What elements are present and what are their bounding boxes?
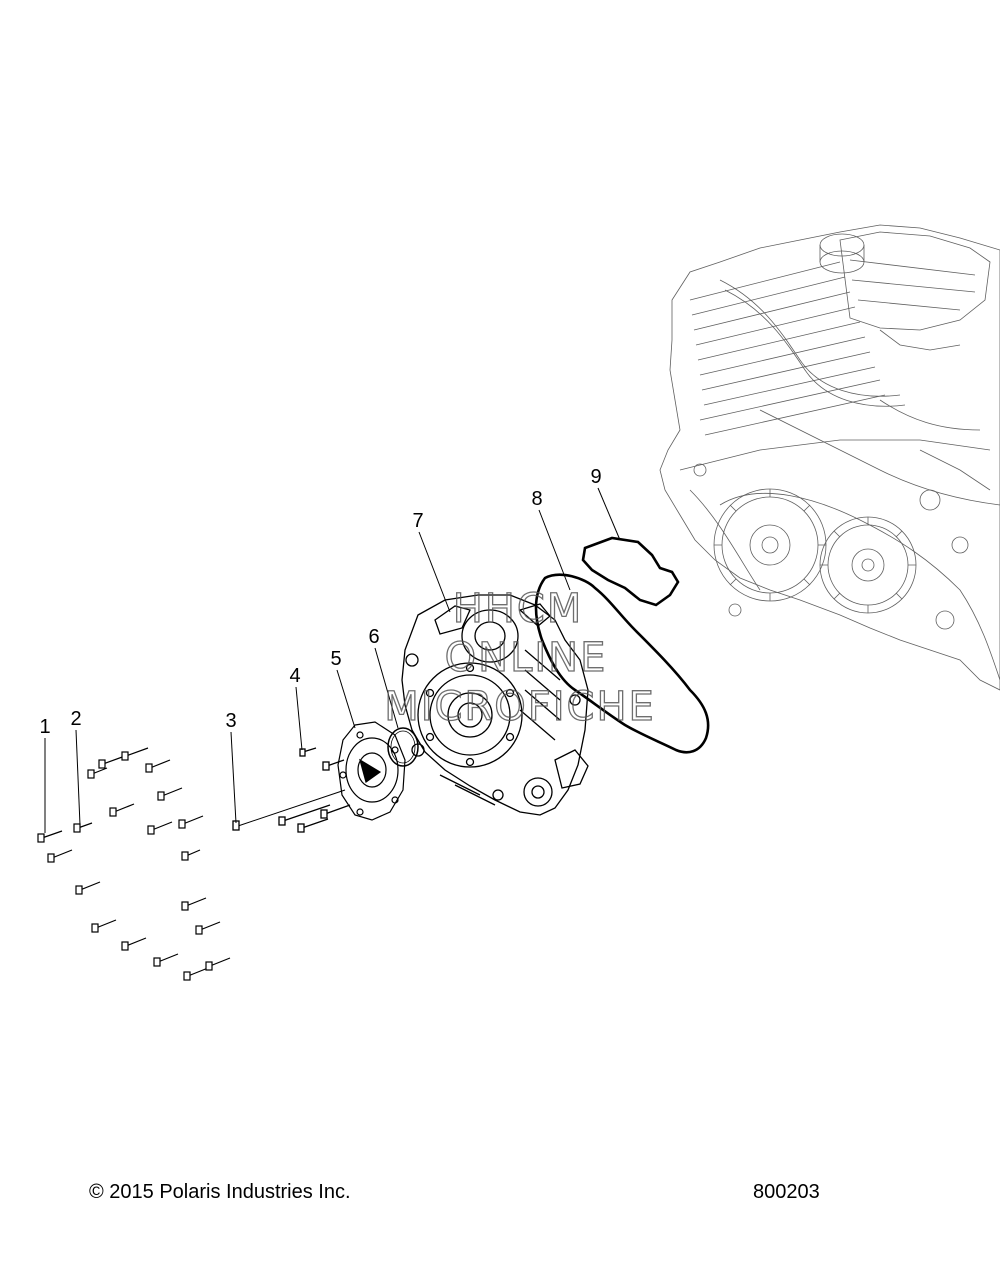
watermark: HHCM ONLINE MICROFICHE [384, 585, 656, 730]
callout-9: 9 [590, 466, 601, 488]
callout-7: 7 [412, 510, 423, 532]
copyright-notice: © 2015 Polaris Industries Inc. [89, 1181, 351, 1203]
callout-labels: 1 2 3 4 5 6 7 8 9 [39, 466, 601, 738]
callout-6: 6 [368, 626, 379, 648]
o-ring [387, 727, 419, 767]
bolt-set [37, 747, 231, 981]
diagram-number: 800203 [753, 1181, 820, 1203]
leader-lines [44, 487, 621, 833]
callout-1: 1 [39, 716, 50, 738]
callout-8: 8 [531, 488, 542, 510]
callout-3: 3 [225, 710, 236, 732]
callout-5: 5 [330, 648, 341, 670]
engine-front-cover [401, 594, 589, 816]
plate-bolts [232, 747, 351, 833]
callout-2: 2 [70, 708, 81, 730]
cover-gasket [534, 573, 710, 754]
watermark-line-3: MICROFICHE [384, 684, 656, 730]
pump-cover-plate [337, 721, 406, 821]
callout-4: 4 [289, 665, 300, 687]
inner-gasket [581, 536, 680, 607]
watermark-line-1: HHCM [453, 586, 584, 632]
engine-assembly [659, 224, 1000, 691]
watermark-line-2: ONLINE [445, 635, 608, 681]
